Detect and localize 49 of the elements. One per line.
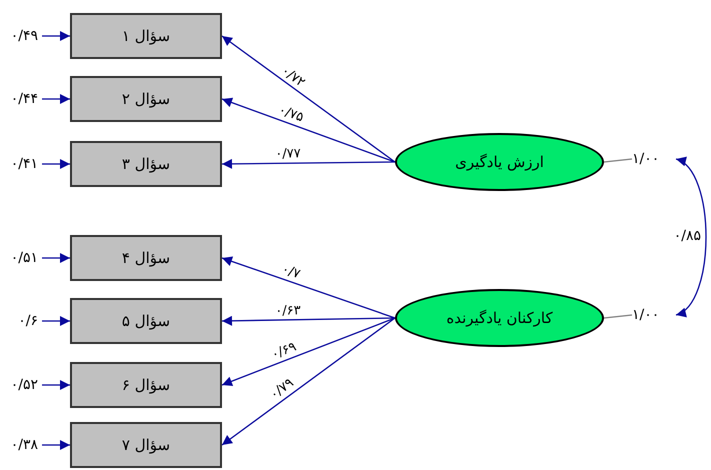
indicator-box	[70, 298, 222, 344]
arrow	[676, 158, 707, 316]
arrow	[222, 317, 396, 446]
node-label: سؤال ۴	[122, 248, 170, 269]
node-label: سؤال ۱	[122, 26, 170, 47]
indicator-box	[70, 362, 222, 408]
arrow	[42, 380, 70, 390]
edge-label: ۰/۶۳	[274, 304, 300, 318]
arrow	[42, 440, 70, 450]
edge-label: ۰/۷۷	[274, 148, 300, 161]
indicator-box	[70, 76, 222, 122]
edge-label: ۰/۷۲	[278, 64, 308, 90]
edge-label: ۰/۷	[280, 263, 302, 282]
arrow	[42, 316, 70, 326]
arrow	[42, 159, 70, 169]
error-value: ۰/۵۱	[10, 251, 38, 265]
arrow	[222, 316, 396, 326]
arrow	[222, 158, 395, 169]
indicator-box	[70, 422, 222, 468]
edge-label: ۰/۶۹	[270, 340, 299, 362]
arrow	[42, 253, 70, 263]
error-value: ۰/۳۸	[10, 438, 38, 452]
arrow	[222, 317, 396, 386]
edge-label: ۰/۷۹	[268, 376, 296, 402]
arrow	[42, 94, 70, 104]
node-label: سؤال ۷	[122, 434, 170, 456]
arrow	[222, 35, 396, 163]
node-label: سؤال ۶	[122, 374, 170, 396]
arrow	[222, 98, 396, 163]
arrow	[222, 256, 396, 319]
connector-line	[604, 158, 632, 163]
indicator-box	[70, 13, 222, 59]
indicator-box	[70, 141, 222, 187]
variance-value: ۱/۰۰	[632, 152, 660, 166]
edge-label: ۰/۷۵	[276, 104, 305, 125]
arrow	[42, 31, 70, 41]
error-value: ۰/۴۱	[10, 157, 38, 171]
node-label: سؤال ۲	[122, 88, 170, 110]
error-value: ۰/۶	[18, 314, 38, 328]
error-value: ۰/۴۹	[10, 29, 38, 43]
indicator-box	[70, 235, 222, 281]
node-label: کارکنان یادگیرنده	[446, 308, 553, 329]
error-value: ۰/۴۴	[10, 92, 38, 106]
node-label: سؤال ۵	[122, 310, 170, 332]
node-label: ارزش یادگیری	[455, 152, 544, 173]
connector-line	[604, 314, 632, 319]
error-value: ۰/۵۲	[10, 378, 38, 392]
variance-value: ۱/۰۰	[632, 308, 660, 322]
node-label: سؤال ۳	[122, 154, 170, 175]
